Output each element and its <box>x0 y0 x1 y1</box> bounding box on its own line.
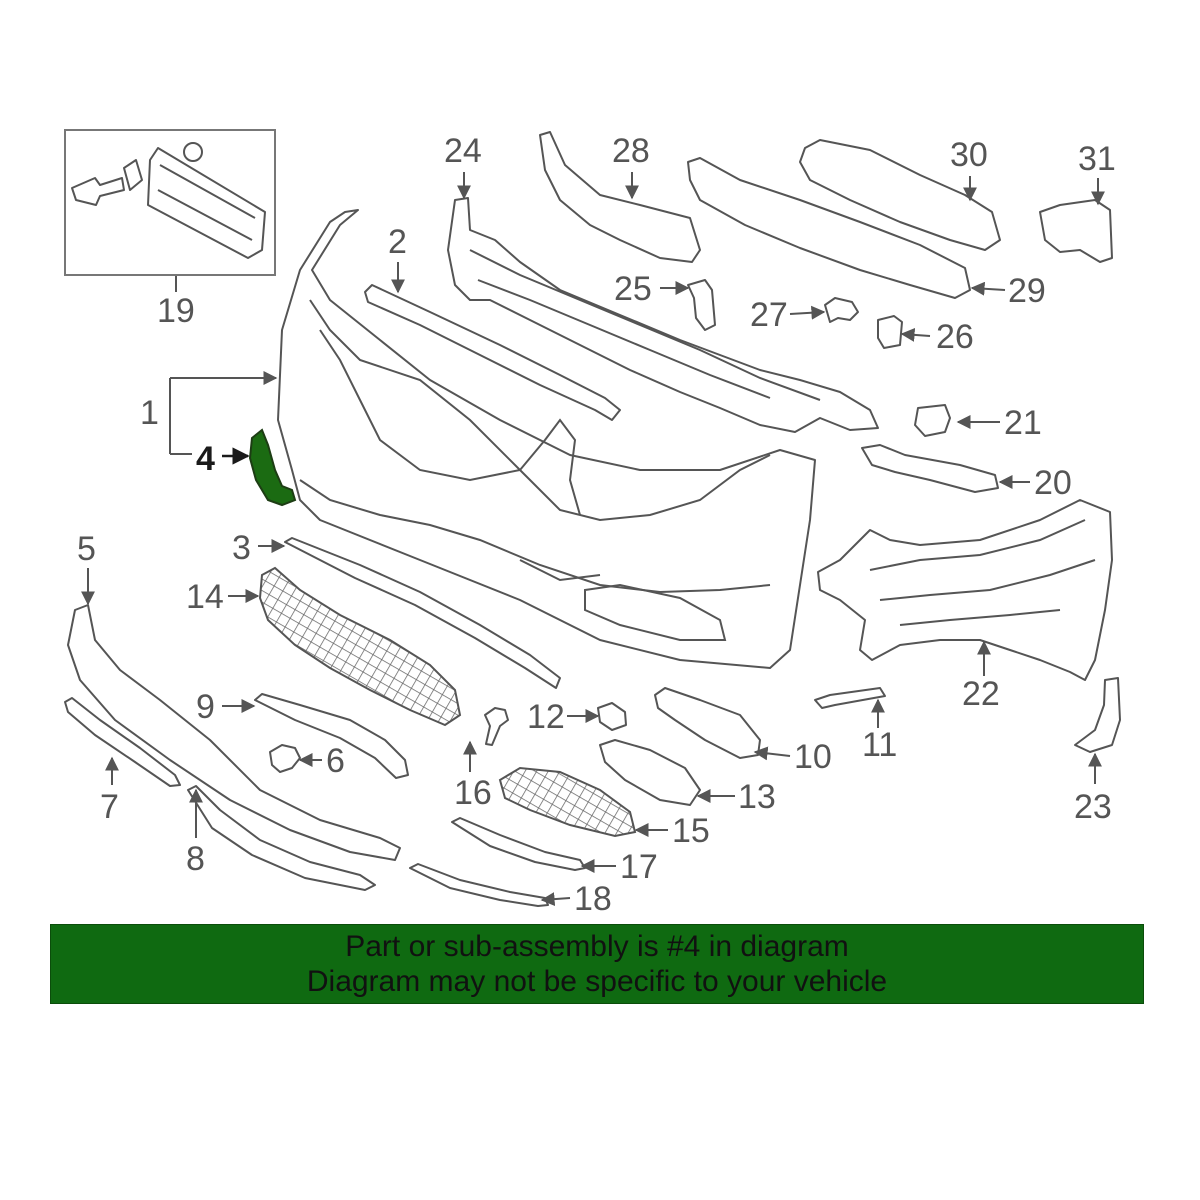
part-5-spoiler <box>67 604 401 861</box>
callout-20: 20 <box>1034 464 1072 502</box>
part-9-trim <box>254 693 409 779</box>
part-7-strip <box>64 697 181 787</box>
callout-17: 17 <box>620 848 658 886</box>
callout-15: 15 <box>672 812 710 850</box>
part-11-clip <box>814 687 886 709</box>
callout-4: 4 <box>196 440 215 478</box>
part-18-strip <box>409 863 549 907</box>
callout-5: 5 <box>77 530 96 568</box>
part-31-bracket <box>1039 199 1113 263</box>
callout-26: 26 <box>936 318 974 356</box>
part-2-trim-strip <box>364 284 621 421</box>
part-28-absorber <box>539 131 701 263</box>
callout-12: 12 <box>527 698 565 736</box>
part-20-bracket <box>861 444 999 493</box>
callout-21: 21 <box>1004 404 1042 442</box>
part-10-bezel <box>654 687 761 759</box>
part-13-bezel <box>599 739 701 806</box>
part-24-upper-bracket <box>447 197 879 433</box>
part-4-highlighted <box>248 428 297 507</box>
callout-27: 27 <box>750 296 788 334</box>
callout-30: 30 <box>950 136 988 174</box>
banner-line-1: Part or sub-assembly is #4 in diagram <box>345 930 849 963</box>
part-26-nut <box>877 315 903 349</box>
callout-3: 3 <box>232 529 251 567</box>
callout-10: 10 <box>794 738 832 776</box>
part-12-sensor <box>597 702 627 731</box>
callout-29: 29 <box>1008 272 1046 310</box>
callout-6: 6 <box>326 742 345 780</box>
callout-18: 18 <box>574 880 612 918</box>
callout-9: 9 <box>196 688 215 726</box>
part-8-strip <box>187 785 376 891</box>
callout-2: 2 <box>388 223 407 261</box>
part-30-upper-carrier <box>799 139 1001 251</box>
callout-11: 11 <box>862 726 897 764</box>
callout-13: 13 <box>738 778 776 816</box>
callout-1: 1 <box>140 394 159 432</box>
part-14-lower-grille <box>258 566 462 727</box>
part-22-side-carrier <box>817 499 1113 681</box>
callout-28: 28 <box>612 132 650 170</box>
part-29-absorber-bar <box>687 157 971 299</box>
callout-25: 25 <box>614 270 652 308</box>
info-banner: Part or sub-assembly is #4 in diagram Di… <box>50 924 1144 1004</box>
callout-19: 19 <box>157 292 195 330</box>
callout-7: 7 <box>100 788 119 826</box>
part-3-strip <box>284 537 561 689</box>
part-16-screw <box>484 707 509 746</box>
callout-24: 24 <box>444 132 482 170</box>
part-27-screw <box>824 297 859 323</box>
callout-14: 14 <box>186 578 224 616</box>
part-15-grille <box>498 766 637 838</box>
part-25-clip <box>687 279 716 331</box>
part-6-clip <box>269 744 301 773</box>
banner-line-2: Diagram may not be specific to your vehi… <box>306 965 888 998</box>
callout-labels: 1 2 3 4 5 6 7 8 9 10 11 12 13 14 15 16 1… <box>77 132 1116 918</box>
callout-22: 22 <box>962 675 1000 713</box>
callout-31: 31 <box>1078 140 1116 178</box>
callout-8: 8 <box>186 840 205 878</box>
part-23-bracket <box>1074 677 1121 753</box>
part-21-bracket <box>914 404 951 437</box>
bumper-cover <box>277 209 816 669</box>
part-17-strip <box>451 817 586 871</box>
callout-16: 16 <box>454 774 492 812</box>
inset-part-19 <box>64 129 276 276</box>
callout-23: 23 <box>1074 788 1112 826</box>
leader-lines <box>81 172 1105 907</box>
